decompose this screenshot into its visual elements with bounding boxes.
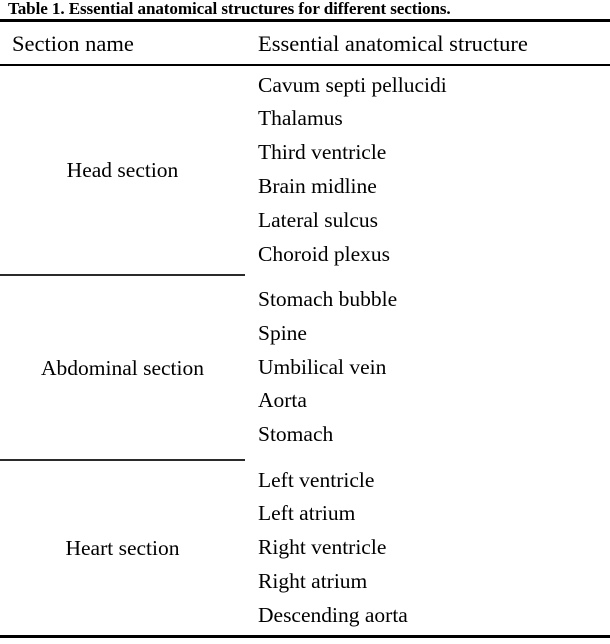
list-item: Spine [258, 320, 307, 345]
list-item: Lateral sulcus [258, 207, 378, 232]
header-cell-structure-container: Essential anatomical structure [245, 31, 610, 57]
table-rule-bottom [0, 635, 610, 638]
structure-list-abdominal: Stomach bubble Spine Umbilical vein Aort… [258, 283, 610, 452]
table-rule-partial-2 [0, 459, 245, 461]
table-rule-header [0, 64, 610, 66]
list-item: Umbilical vein [258, 354, 387, 379]
list-item: Left ventricle [258, 467, 375, 492]
cell-structures: Stomach bubble Spine Umbilical vein Aort… [245, 283, 610, 452]
section-label-head: Head section [66, 158, 179, 182]
table-row: Abdominal section Stomach bubble Spine U… [0, 276, 610, 459]
list-item: Right ventricle [258, 535, 387, 560]
cell-section-name: Abdominal section [0, 355, 245, 381]
table-rule-top [0, 19, 610, 22]
cell-structures: Left ventricle Left atrium Right ventric… [245, 464, 610, 633]
list-item: Right atrium [258, 568, 368, 593]
list-item: Thalamus [258, 106, 343, 131]
cell-section-name: Head section [0, 157, 245, 183]
table-header-row: Section name Essential anatomical struct… [0, 26, 610, 62]
table-caption: Table 1. Essential anatomical structures… [8, 0, 451, 18]
header-cell-section-name: Section name [12, 31, 134, 56]
list-item: Stomach [258, 422, 334, 447]
cell-section-name: Heart section [0, 535, 245, 561]
list-item: Aorta [258, 388, 307, 413]
list-item: Brain midline [258, 174, 377, 198]
list-item: Third ventricle [258, 140, 387, 165]
list-item: Descending aorta [258, 602, 408, 627]
cell-structures: Cavum septi pellucidi Thalamus Third ven… [245, 69, 610, 272]
header-cell-section-name-container: Section name [0, 31, 245, 57]
section-label-heart: Heart section [65, 536, 180, 560]
section-label-abdominal: Abdominal section [40, 355, 204, 380]
table-row: Head section Cavum septi pellucidi Thala… [0, 66, 610, 274]
table-rule-partial-1 [0, 274, 245, 276]
list-item: Stomach bubble [258, 287, 398, 311]
table-row: Heart section Left ventricle Left atrium… [0, 461, 610, 635]
list-item: Left atrium [258, 501, 356, 526]
list-item: Choroid plexus [258, 241, 390, 266]
header-cell-structure: Essential anatomical structure [258, 31, 528, 56]
list-item: Cavum septi pellucidi [258, 72, 447, 97]
structure-list-head: Cavum septi pellucidi Thalamus Third ven… [258, 69, 610, 272]
structure-list-heart: Left ventricle Left atrium Right ventric… [258, 464, 610, 633]
